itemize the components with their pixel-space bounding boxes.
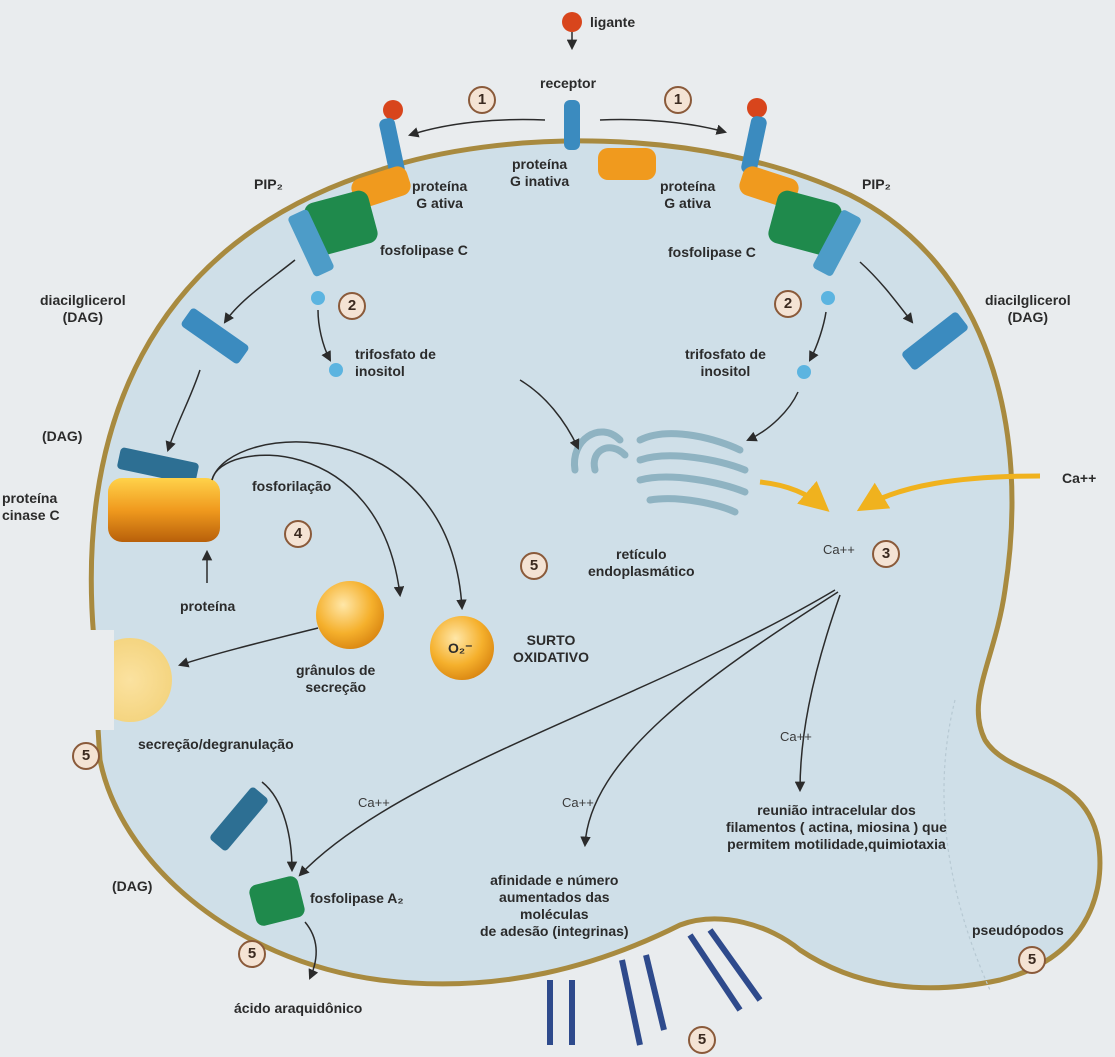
label-ca-mid-right: Ca++	[780, 728, 812, 745]
label-secretion-granules: grânulos de secreção	[296, 662, 375, 696]
label-pip2-left: PIP₂	[254, 176, 283, 193]
label-ca-lower-left: Ca++	[358, 794, 390, 811]
label-ligante: ligante	[590, 14, 635, 31]
label-endoplasmic-reticulum: retículo endoplasmático	[588, 546, 695, 580]
label-pip2-right: PIP₂	[862, 176, 891, 193]
label-ca-center: Ca++	[823, 541, 855, 558]
label-receptor: receptor	[540, 75, 596, 92]
g-protein-inactive	[598, 148, 656, 180]
step-1-right: 1	[664, 86, 692, 114]
arrow-step1-right	[600, 120, 725, 133]
step-5-left: 5	[72, 742, 100, 770]
label-diacylglycerol-right: diacilglicerol (DAG)	[985, 292, 1071, 326]
step-2-left: 2	[338, 292, 366, 320]
ip3-left-1	[311, 291, 325, 305]
step-1-left: 1	[468, 86, 496, 114]
label-secretion-degranulation: secreção/degranulação	[138, 736, 294, 753]
label-g-protein-active-right: proteína G ativa	[660, 178, 715, 212]
label-ca-lower-mid: Ca++	[562, 794, 594, 811]
label-phospholipase-a2: fosfolipase A₂	[310, 890, 404, 907]
label-arachidonic-acid: ácido araquidônico	[234, 1000, 362, 1017]
label-phosphorylation: fosforilação	[252, 478, 331, 495]
label-g-protein-inactive: proteína G inativa	[510, 156, 569, 190]
step-5-pla2: 5	[238, 940, 266, 968]
label-diacylglycerol-left: diacilglicerol (DAG)	[40, 292, 126, 326]
ip3-left-2	[329, 363, 343, 377]
label-protein-kinase-c: proteína cinase C	[2, 490, 60, 524]
label-ca-external: Ca++	[1062, 470, 1096, 487]
label-dag-bottom: (DAG)	[112, 878, 152, 895]
receptor-central	[564, 100, 580, 150]
step-3: 3	[872, 540, 900, 568]
label-oxidative-burst: SURTO OXIDATIVO	[513, 632, 589, 666]
protein-kinase-c	[108, 478, 220, 542]
label-o2: O₂⁻	[448, 640, 473, 657]
label-phospholipase-c-left: fosfolipase C	[380, 242, 468, 259]
step-2-right: 2	[774, 290, 802, 318]
receptor-left-active	[378, 100, 406, 177]
label-protein: proteína	[180, 598, 235, 615]
ip3-right-2	[797, 365, 811, 379]
step-5-center: 5	[520, 552, 548, 580]
label-pseudopods: pseudópodos	[972, 922, 1064, 939]
label-ip3-left: trifosfato de inositol	[355, 346, 436, 380]
step-4: 4	[284, 520, 312, 548]
secretion-granule	[316, 581, 384, 649]
label-integrin-affinity: afinidade e número aumentados das molécu…	[480, 872, 629, 940]
label-filament-reunion: reunião intracelular dos filamentos ( ac…	[726, 802, 947, 853]
label-g-protein-active-left: proteína G ativa	[412, 178, 467, 212]
ligand-top	[562, 12, 582, 48]
ip3-right-1	[821, 291, 835, 305]
step-5-bottom: 5	[688, 1026, 716, 1054]
label-dag-left: (DAG)	[42, 428, 82, 445]
label-phospholipase-c-right: fosfolipase C	[668, 244, 756, 261]
label-ip3-right: trifosfato de inositol	[685, 346, 766, 380]
arrow-step1-left	[410, 120, 545, 135]
step-5-pseudopods: 5	[1018, 946, 1046, 974]
